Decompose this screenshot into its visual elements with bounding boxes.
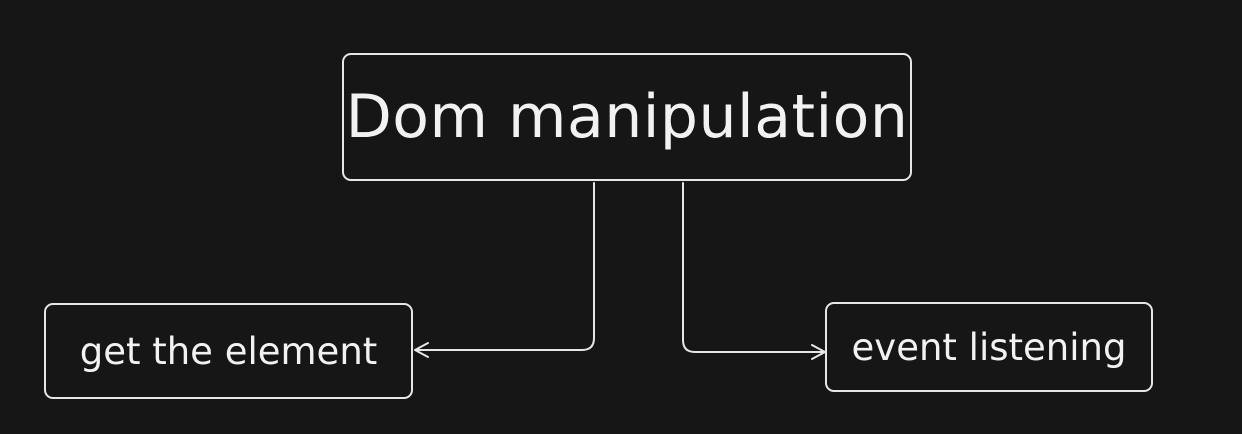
edge-root-to-get-element bbox=[414, 182, 595, 358]
node-label: Dom manipulation bbox=[345, 82, 909, 152]
edge-root-to-event-listening bbox=[682, 182, 826, 360]
node-label: get the element bbox=[79, 329, 378, 373]
node-get-the-element: get the element bbox=[44, 303, 413, 399]
node-label: event listening bbox=[851, 325, 1127, 369]
node-dom-manipulation: Dom manipulation bbox=[342, 53, 912, 181]
node-event-listening: event listening bbox=[825, 302, 1153, 392]
